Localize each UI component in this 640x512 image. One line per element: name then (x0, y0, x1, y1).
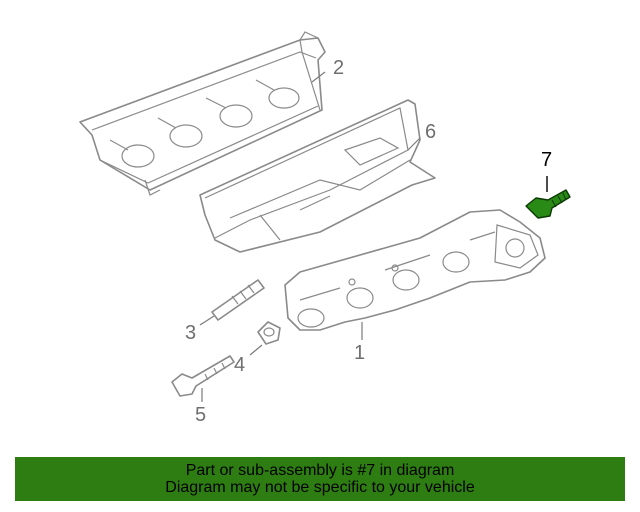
callout-2: 2 (333, 57, 345, 79)
leader-lines (199, 71, 548, 402)
banner-line-2: Diagram may not be specific to your vehi… (165, 479, 475, 496)
callout-5: 5 (195, 404, 207, 426)
banner-line-1: Part or sub-assembly is #7 in diagram (185, 462, 455, 479)
part-1-exhaust-manifold (284, 209, 546, 331)
vehicle-fitment-banner: Part or sub-assembly is #7 in diagram Di… (15, 457, 625, 501)
part-2-heat-shield (79, 31, 326, 196)
part-6-heat-shield (199, 99, 436, 253)
part-5-bolt (171, 355, 235, 397)
parts-diagram (79, 31, 571, 402)
callout-7-highlighted: 7 (541, 149, 553, 171)
callout-4: 4 (234, 354, 246, 376)
callout-6: 6 (425, 121, 437, 143)
part-7-bolt-highlighted (525, 189, 571, 219)
part-4-nut (257, 321, 281, 345)
callout-1: 1 (354, 342, 366, 364)
part-3-stud (211, 279, 265, 321)
callout-3: 3 (185, 322, 197, 344)
